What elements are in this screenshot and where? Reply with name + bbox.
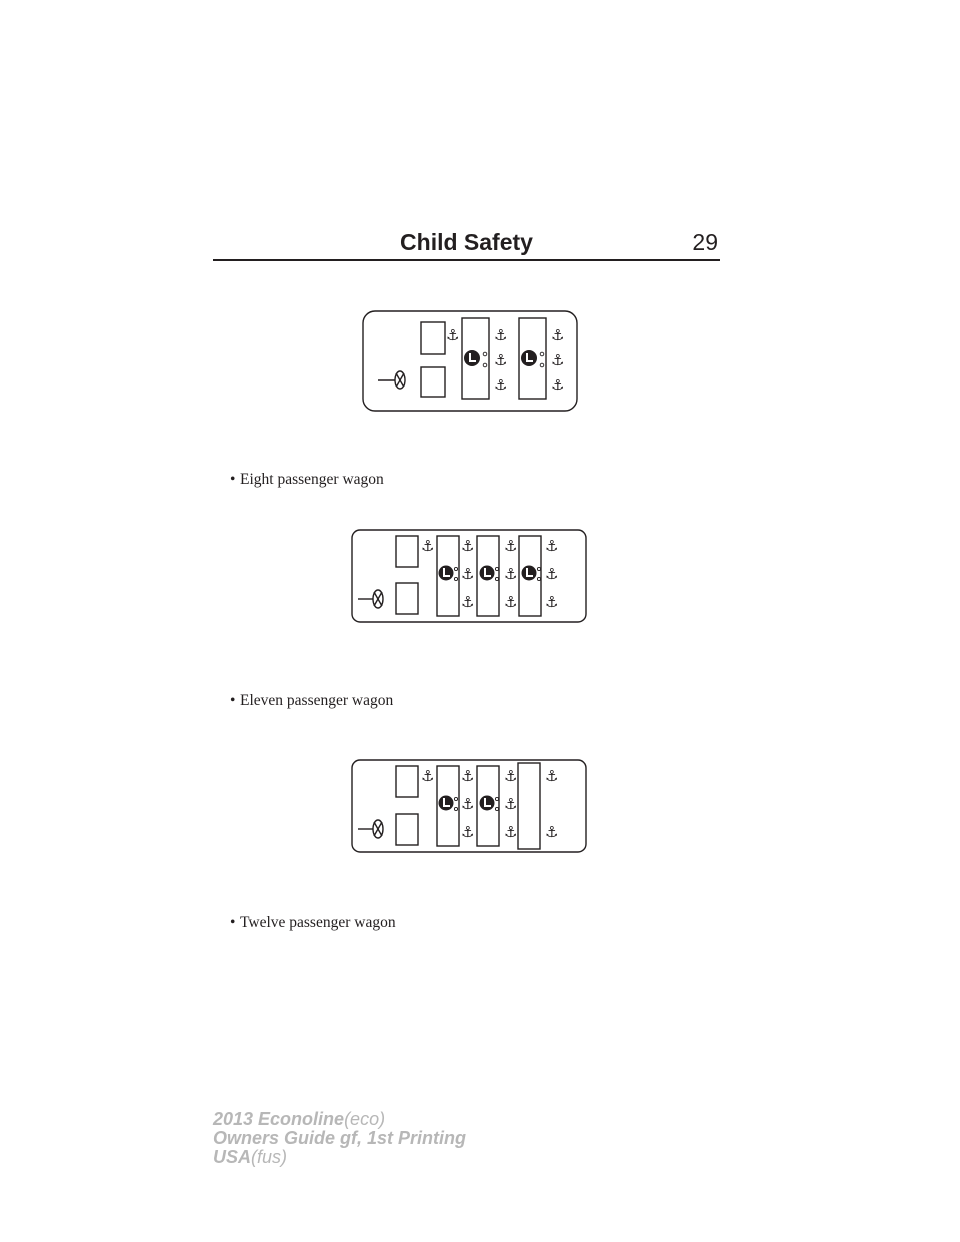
tether-anchor-icon: ⚓ [494,351,507,369]
lower-anchor-icon [494,566,500,572]
tether-anchor-icon: ⚓ [461,795,474,813]
tether-anchor-icon: ⚓ [461,823,474,841]
list-item-label: Eleven passenger wagon [240,692,394,709]
seating-diagram-eleven-passenger: ⚓ ⚓ ⚓ ⚓ ⚓ ⚓ ⚓ ⚓ ⚓ ⚓ [351,529,587,623]
tether-anchor-icon: ⚓ [504,795,517,813]
list-item: •Twelve passenger wagon [230,913,396,933]
tether-anchor-icon: ⚓ [504,537,517,555]
bullet: • [230,914,236,931]
front-passenger-seat [395,582,419,615]
lower-anchor-icon [539,351,545,357]
driver-seat [395,765,419,798]
child-seat-icon [438,795,454,811]
seating-diagram-twelve-passenger: ⚓ ⚓ ⚓ ⚓ ⚓ ⚓ ⚓ ⚓ ⚓ [351,759,587,853]
driver-seat [420,321,446,355]
lower-anchor-icon [453,566,459,572]
tether-anchor-icon: ⚓ [504,767,517,785]
print-footer: 2013 Econoline(eco) Owners Guide gf, 1st… [213,1110,466,1167]
child-seat-icon [464,350,480,366]
list-item: •Eleven passenger wagon [230,691,393,711]
lower-anchor-icon [494,796,500,802]
list-item: •Eight passenger wagon [230,470,384,490]
page-number: 29 [692,229,718,255]
tether-anchor-icon: ⚓ [545,537,558,555]
tether-anchor-icon: ⚓ [461,593,474,611]
footer-model-code: (eco) [344,1109,386,1129]
tether-anchor-icon: ⚓ [504,593,517,611]
tether-anchor-icon: ⚓ [551,376,564,394]
lower-anchor-icon [494,806,500,812]
tether-anchor-icon: ⚓ [494,326,507,344]
tether-anchor-icon: ⚓ [551,351,564,369]
tether-anchor-icon: ⚓ [461,565,474,583]
lower-anchor-icon [453,796,459,802]
lower-anchor-icon [453,806,459,812]
child-seat-icon [521,350,537,366]
tether-anchor-icon: ⚓ [504,823,517,841]
lower-anchor-icon [536,576,542,582]
fourth-row-bench [517,762,541,850]
tether-anchor-icon: ⚓ [421,767,434,785]
page-header: Child Safety 29 [213,227,720,261]
footer-line-2: Owners Guide gf, 1st Printing [213,1128,467,1148]
tether-anchor-icon: ⚓ [545,767,558,785]
child-seat-icon [521,565,537,581]
footer-line-1: 2013 Econoline(eco) [213,1110,466,1129]
list-item-label: Twelve passenger wagon [240,914,396,931]
footer-model: 2013 Econoline [213,1109,345,1129]
lower-anchor-icon [494,576,500,582]
lower-anchor-icon [539,362,545,368]
driver-seat [395,535,419,568]
seating-diagram-eight-passenger: ⚓ ⚓ ⚓ ⚓ ⚓ ⚓ ⚓ [362,310,578,412]
footer-line-3: USA(fus) [213,1148,466,1167]
list-item-label: Eight passenger wagon [240,471,384,488]
bullet: • [230,471,236,488]
tether-anchor-icon: ⚓ [545,593,558,611]
tether-anchor-icon: ⚓ [421,537,434,555]
bullet: • [230,692,236,709]
tether-anchor-icon: ⚓ [446,326,459,344]
lower-anchor-icon [482,362,488,368]
front-passenger-seat [395,813,419,846]
tether-anchor-icon: ⚓ [494,376,507,394]
child-seat-icon [479,795,495,811]
tether-anchor-icon: ⚓ [551,326,564,344]
footer-region: USA [213,1147,252,1167]
child-seat-icon [438,565,454,581]
section-title: Child Safety [400,229,533,255]
lower-anchor-icon [453,576,459,582]
tether-anchor-icon: ⚓ [504,565,517,583]
tether-anchor-icon: ⚓ [461,767,474,785]
tether-anchor-icon: ⚓ [545,823,558,841]
tether-anchor-icon: ⚓ [461,537,474,555]
footer-region-code: (fus) [251,1147,288,1167]
front-passenger-seat [420,366,446,398]
lower-anchor-icon [482,351,488,357]
lower-anchor-icon [536,566,542,572]
second-row-bench [461,317,490,400]
header-rule [213,259,720,261]
child-seat-icon [479,565,495,581]
tether-anchor-icon: ⚓ [545,565,558,583]
